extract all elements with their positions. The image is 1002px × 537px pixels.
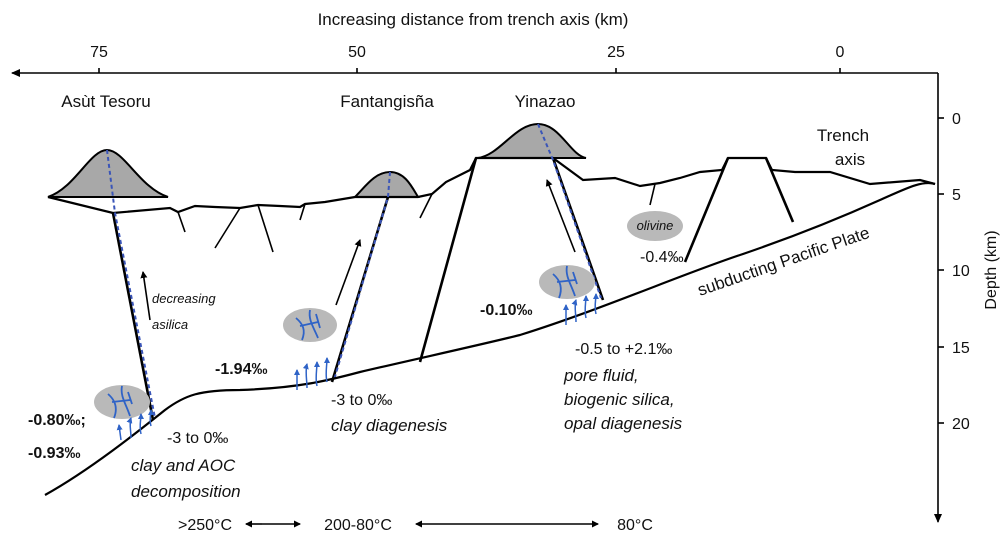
fant-process: clay diagenesis [331,416,448,435]
seafloor-surface [47,156,936,215]
olivine-label: olivine [637,218,674,233]
asut-value-b: -0.93‰ [28,445,80,462]
yin-process: opal diagenesis [564,414,683,433]
seamount-name-fantangisna: Fantangisña [340,92,434,111]
minor-fault [649,183,656,206]
yin-process: biogenic silica, [564,390,675,409]
serpentinite-clast [94,385,150,419]
temperature-label: >250°C [178,517,232,534]
upflow-arrow [140,271,151,321]
asut-process: clay and AOC [131,456,236,475]
subducting-plate-surface [44,181,936,496]
forearc-block-fault [764,157,795,223]
trench-axis-label: axis [835,150,865,169]
trench-axis-label: Trench [817,126,869,145]
olivine-value: -0.4‰ [640,249,684,266]
minor-fault [299,203,306,221]
minor-fault [214,207,241,249]
fant-range: -3 to 0‰ [331,392,392,409]
temperature-label: 200-80°C [324,517,392,534]
decreasing-silica-label: asilica [152,317,188,332]
minor-fault [177,211,186,233]
right-tick-10: 10 [952,263,970,280]
forearc-block-fault [683,157,730,263]
asut-process: decomposition [131,482,241,501]
yinazao-fluid-conduit [537,123,602,299]
right-tick-0: 0 [952,111,961,128]
right-axis-title: Depth (km) [983,230,1000,309]
yin-process: pore fluid, [563,366,639,385]
right-tick-15: 15 [952,340,970,357]
minor-fault [257,204,274,253]
top-tick-0: 0 [836,44,845,61]
temperature-label: 80°C [617,517,653,534]
upflow-arrow [545,179,576,253]
top-tick-50: 50 [348,44,366,61]
right-tick-20: 20 [952,416,970,433]
asut-tesoru-conduit-fault [111,212,155,421]
yin-value: -0.10‰ [480,302,532,319]
yin-range: -0.5 to +2.1‰ [575,341,672,358]
minor-fault [419,193,433,219]
asut-range: -3 to 0‰ [167,430,228,447]
seamount-name-asut-tesoru: Asùt Tesoru [61,92,150,111]
top-axis-title: Increasing distance from trench axis (km… [318,10,629,29]
yinazao-left-fault [418,157,478,363]
top-tick-75: 75 [90,44,108,61]
asut-tesoru-fluid-conduit [106,149,156,419]
decreasing-silica-label: decreasing [152,291,216,306]
olivine-clast [627,211,683,241]
serpentinite-clast [539,265,595,299]
yinazao-seamount [477,122,587,159]
right-tick-5: 5 [952,187,961,204]
fantangisna-seamount [352,170,420,198]
fant-value: -1.94‰ [215,361,267,378]
seamount-name-yinazao: Yinazao [515,92,576,111]
asut-value-a: -0.80‰; [28,412,86,429]
blue-fluid-arrows [116,293,599,441]
fantangisna-fluid-conduit [333,171,391,381]
top-tick-25: 25 [607,44,625,61]
upflow-arrow [335,239,362,306]
serpentinite-clast [283,308,337,342]
